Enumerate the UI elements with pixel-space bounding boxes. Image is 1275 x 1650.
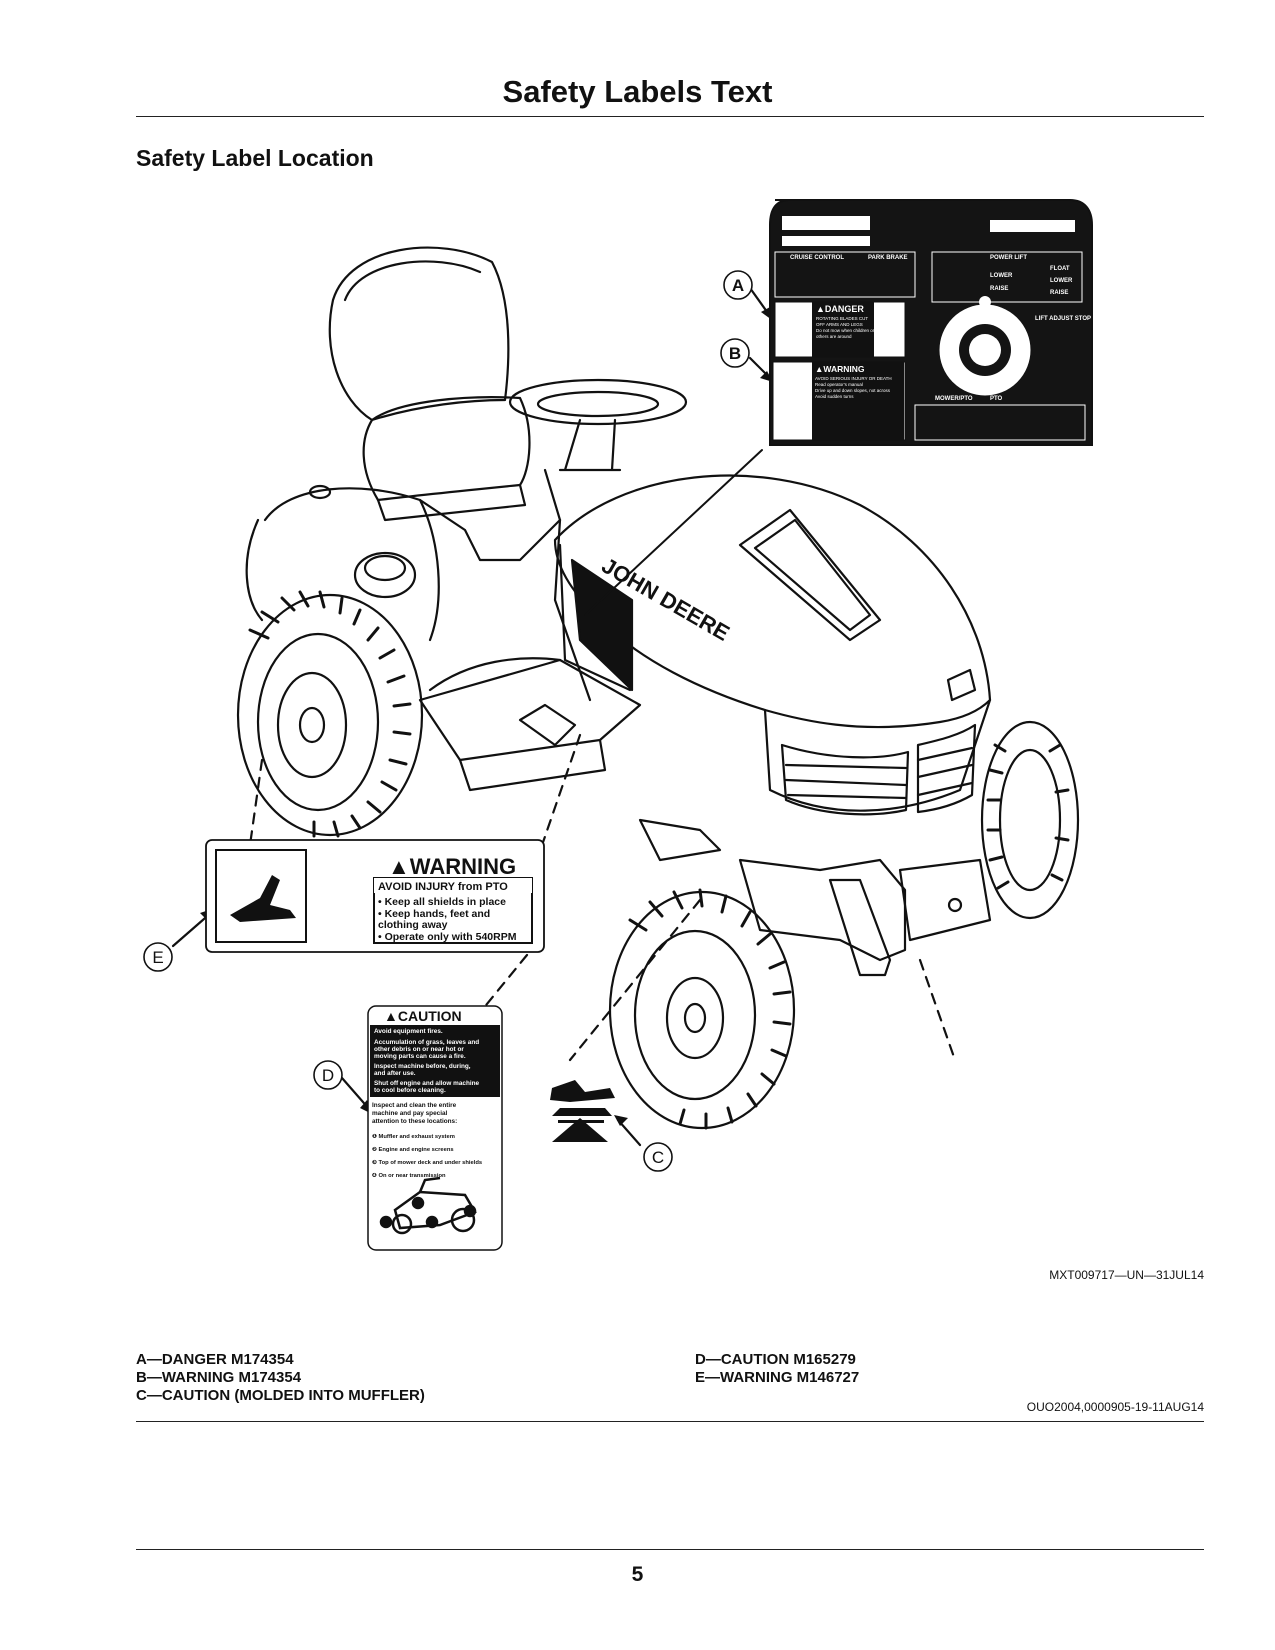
- label-d-line: attention to these locations:: [372, 1118, 457, 1125]
- label-d-line: machine and pay special: [372, 1110, 448, 1117]
- front-frame: [638, 818, 992, 977]
- dash-section-powerlift: POWER LIFT: [990, 255, 1027, 261]
- callout-c: C: [652, 1148, 664, 1167]
- label-d-line: Shut off engine and allow machine: [374, 1080, 480, 1087]
- danger-line: OFF ARMS AND LEGS: [816, 322, 863, 327]
- warning-line: Avoid sudden turns: [815, 394, 854, 399]
- label-e-header: ▲WARNING: [388, 854, 516, 879]
- callout-e-circle: [143, 942, 173, 972]
- seat: [328, 246, 531, 522]
- label-d-line: to cool before cleaning.: [374, 1087, 446, 1094]
- title-rule: [136, 116, 1204, 117]
- figure-code: MXT009717—UN—31JUL14: [1049, 1268, 1204, 1282]
- captions-left: A—DANGER M174354 B—WARNING M174354 C—CAU…: [136, 1351, 425, 1405]
- danger-header: ▲DANGER: [816, 304, 864, 314]
- label-e-bullet: clothing away: [378, 919, 448, 931]
- callout-b-circle: [720, 338, 750, 368]
- label-d-line: moving parts can cause a fire.: [374, 1053, 466, 1060]
- danger-line: ROTATING BLADES CUT: [816, 316, 868, 321]
- section-rule: [136, 1421, 1204, 1422]
- callout-d: D: [322, 1066, 334, 1085]
- lift-label-raise: RAISE: [990, 286, 1008, 292]
- caption-e: E—WARNING M146727: [695, 1369, 860, 1386]
- label-d-line: Inspect machine before, during,: [374, 1063, 471, 1070]
- callout-c-circle: [643, 1142, 673, 1172]
- label-e-subheader: AVOID INJURY from PTO: [378, 881, 508, 893]
- label-d-line: ❹ On or near transmission: [372, 1173, 446, 1179]
- label-e-bullet: • Operate only with 540RPM: [378, 931, 517, 943]
- tractor-safety-label-illustration: JOHN DEERE: [143, 199, 1093, 1251]
- warning-line: Read operator's manual: [815, 382, 863, 387]
- callout-d-circle: [313, 1060, 343, 1090]
- caption-c: C—CAUTION (MOLDED INTO MUFFLER): [136, 1387, 425, 1404]
- caption-d: D—CAUTION M165279: [695, 1351, 856, 1368]
- label-c-caution-icon: [550, 1080, 615, 1142]
- dash-section-liftstop: LIFT ADJUST STOP: [1035, 316, 1091, 322]
- section-title: Safety Label Location: [136, 145, 374, 171]
- document-code: OUO2004,0000905-19-11AUG14: [1026, 1400, 1204, 1414]
- dash-section-mower: MOWER/PTO: [935, 396, 973, 402]
- dash-safety-label: CRUISE CONTROL PARK BRAKE POWER LIFT LIF…: [769, 199, 1093, 446]
- lift-label-float: FLOAT: [1050, 266, 1070, 272]
- callout-b: B: [729, 344, 741, 363]
- lift-label-lower2: LOWER: [1050, 278, 1073, 284]
- warning-line: AVOID SERIOUS INJURY OR DEATH: [815, 376, 892, 381]
- captions-right: D—CAUTION M165279 E—WARNING M146727: [695, 1351, 859, 1387]
- label-d-line: ❷ Engine and engine screens: [372, 1147, 454, 1153]
- label-e-bullet: • Keep hands, feet and: [378, 908, 490, 920]
- mower-diagram-icon: [379, 1176, 477, 1235]
- callout-a-circle: [723, 270, 753, 300]
- page-number: 5: [631, 1563, 644, 1586]
- callout-e: E: [152, 948, 163, 967]
- steering-wheel: [508, 378, 688, 472]
- label-d-line: Inspect and clean the entire: [372, 1102, 457, 1109]
- hood: [553, 474, 992, 816]
- lift-label-raise2: RAISE: [1050, 290, 1068, 296]
- label-d-line: and after use.: [374, 1070, 416, 1077]
- label-d-caution: ▲CAUTION Avoid equipment fires. Accumula…: [367, 1005, 503, 1251]
- label-e-bullet: • Keep all shields in place: [378, 896, 506, 908]
- dash-section-cruise: CRUISE CONTROL: [790, 255, 844, 261]
- label-d-line: ❸ Top of mower deck and under shields: [372, 1159, 482, 1166]
- label-d-line: other debris on or near hot or: [374, 1046, 464, 1053]
- dash-section-pto: PTO: [990, 396, 1003, 402]
- warning-header-b: ▲WARNING: [815, 364, 865, 374]
- front-left-tire: [608, 888, 796, 1130]
- danger-line: others are around: [816, 334, 852, 339]
- callout-a: A: [732, 276, 744, 295]
- caption-a: A—DANGER M174354: [136, 1351, 294, 1368]
- danger-line: Do not mow when children or: [816, 328, 875, 333]
- rear-tire: [236, 590, 424, 838]
- caption-b: B—WARNING M174354: [136, 1369, 302, 1386]
- dash-section-brake: PARK BRAKE: [868, 255, 908, 261]
- page-title: Safety Labels Text: [502, 74, 773, 109]
- footer-rule: [136, 1549, 1204, 1550]
- warning-line: Drive up and down slopes, not across: [815, 388, 891, 393]
- label-d-line: Avoid equipment fires.: [374, 1028, 443, 1035]
- lift-label-lower: LOWER: [990, 273, 1013, 279]
- label-d-header: ▲CAUTION: [384, 1008, 462, 1024]
- label-d-line: ❶ Muffler and exhaust system: [372, 1134, 455, 1140]
- label-e-warning: ▲WARNING AVOID INJURY from PTO • Keep al…: [205, 839, 545, 953]
- front-right-tire: [980, 720, 1080, 920]
- label-d-line: Accumulation of grass, leaves and: [374, 1039, 479, 1046]
- tractor-body: [245, 468, 642, 792]
